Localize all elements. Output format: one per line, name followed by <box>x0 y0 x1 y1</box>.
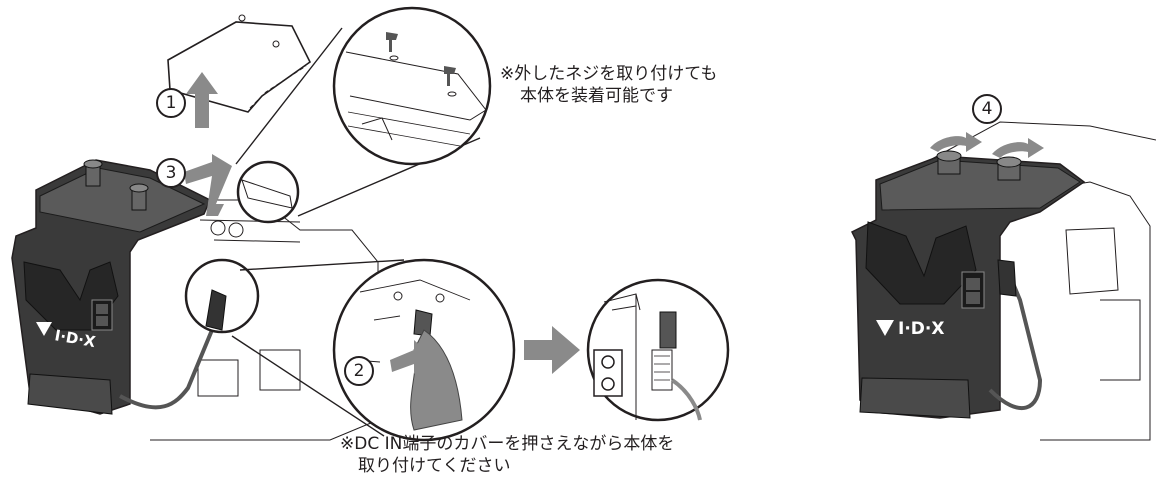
zoom-screws-detail <box>235 6 492 224</box>
lift-arrow-up <box>186 72 218 128</box>
zoom-dcin-detail <box>184 258 516 442</box>
step-1-label: 1 <box>156 88 186 118</box>
step-4-label: 4 <box>972 94 1002 124</box>
dcin-note-line1: ※DC IN端子のカバーを押さえながら本体を <box>340 434 675 454</box>
v-mount-plate-right <box>850 132 1086 419</box>
svg-text:I·D·X: I·D·X <box>898 319 944 339</box>
result-arrow <box>524 326 580 374</box>
slide-arrow-step3 <box>184 154 232 216</box>
screw-note-line1: ※外したネジを取り付けても <box>500 64 718 84</box>
idx-logo-right: I·D·X <box>876 319 944 339</box>
v-mount-plate-left <box>11 159 227 415</box>
step-3-label: 3 <box>156 158 186 188</box>
zoom-dcin-result <box>586 278 730 422</box>
dcin-note-line2: 取り付けてください <box>358 456 511 476</box>
step-2-label: 2 <box>344 356 374 386</box>
screw-note-line2: 本体を装着可能です <box>520 86 673 106</box>
